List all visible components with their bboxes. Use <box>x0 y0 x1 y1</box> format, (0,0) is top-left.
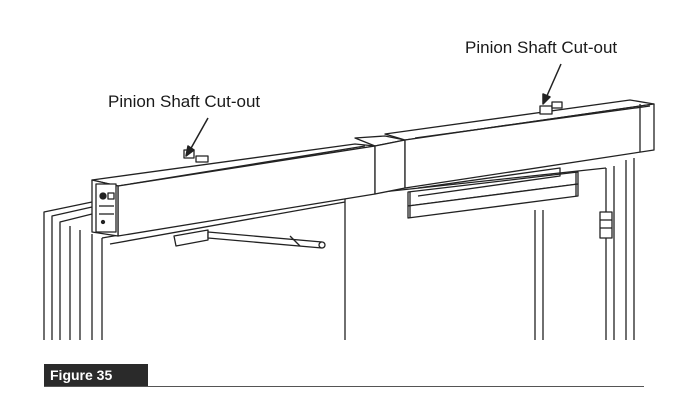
callout-arrow-left <box>185 117 209 157</box>
callout-arrow-right <box>542 63 562 105</box>
left-arm-assembly <box>173 229 326 249</box>
door-frame-left <box>43 201 103 340</box>
slide-rail <box>407 167 579 219</box>
callout-label-right: Pinion Shaft Cut-out <box>465 38 618 57</box>
end-cap-controls <box>95 183 117 233</box>
figure-label: Figure 35 <box>44 364 148 386</box>
callout-label-left: Pinion Shaft Cut-out <box>108 92 261 111</box>
door-frame-right <box>599 158 635 340</box>
figure-divider <box>44 386 644 387</box>
operator-body-right <box>384 99 655 189</box>
